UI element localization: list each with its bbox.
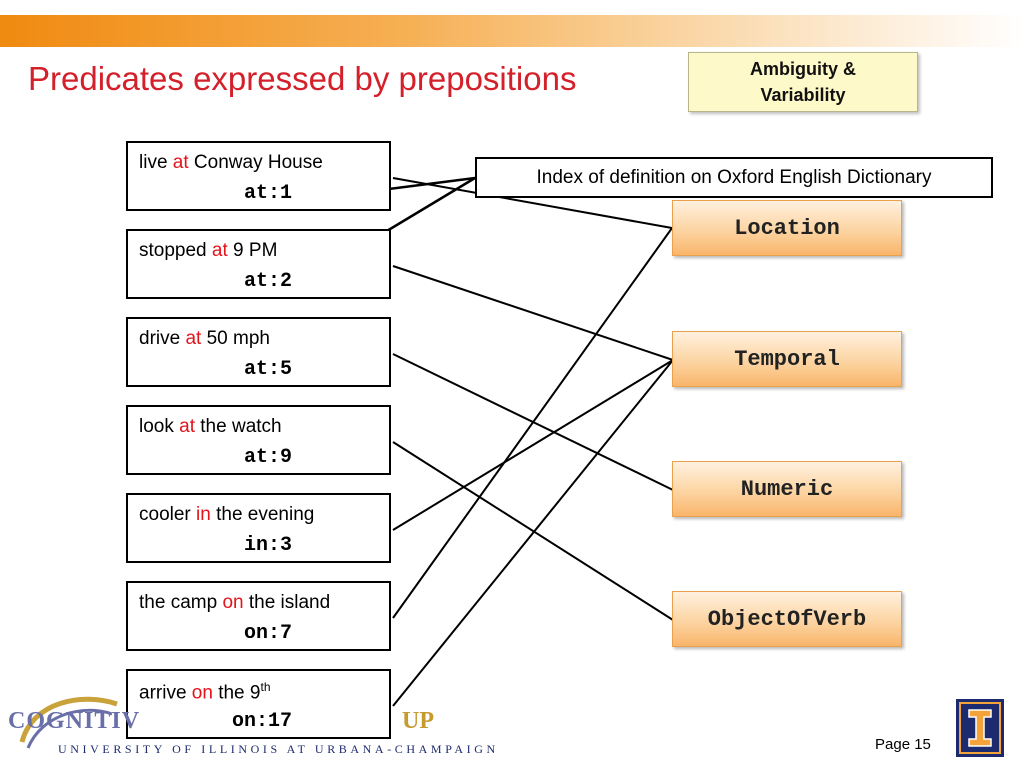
phrase-text: look at the watch bbox=[139, 416, 282, 437]
phrase-box-stopped-at: stopped at 9 PM at:2 bbox=[126, 229, 391, 299]
cognitive-group-logo: COGNITIV UP UNIVERSITY OF ILLINOIS AT UR… bbox=[6, 688, 506, 760]
badge-line-1: Ambiguity & bbox=[750, 59, 856, 79]
badge-line-2: Variability bbox=[760, 85, 846, 105]
preposition: at bbox=[211, 240, 228, 261]
category-location: Location bbox=[672, 200, 902, 256]
phrase-text: arrive on the 9th bbox=[139, 680, 271, 704]
phrase-text: live at Conway House bbox=[139, 152, 323, 173]
preposition: on bbox=[222, 592, 244, 613]
illinois-block-i-icon bbox=[956, 699, 1004, 757]
phrase-text: the camp on the island bbox=[139, 592, 331, 613]
logo-swoosh-icon bbox=[19, 696, 118, 749]
ambiguity-variability-badge: Ambiguity & Variability bbox=[688, 52, 918, 112]
phrase-text: cooler in the evening bbox=[139, 504, 315, 525]
oed-index-note: Index of definition on Oxford English Di… bbox=[475, 157, 993, 198]
preposition: at bbox=[172, 152, 189, 173]
sense-code: at:5 bbox=[243, 358, 292, 381]
sense-code: at:1 bbox=[243, 182, 292, 205]
sense-code: at:2 bbox=[243, 270, 292, 293]
phrase-text: stopped at 9 PM bbox=[139, 240, 278, 261]
logo-text-right: UP bbox=[402, 708, 434, 734]
preposition: in bbox=[196, 504, 211, 525]
sense-code: on:7 bbox=[243, 622, 292, 645]
ordinal-suffix: th bbox=[260, 680, 271, 694]
header-gradient-bar bbox=[0, 15, 1024, 47]
preposition: on bbox=[191, 682, 213, 704]
phrase-box-camp-on: the camp on the island on:7 bbox=[126, 581, 391, 651]
phrase-text: drive at 50 mph bbox=[139, 328, 270, 349]
category-temporal: Temporal bbox=[672, 331, 902, 387]
link-at9-objectofverb bbox=[392, 441, 674, 621]
phrase-box-drive-at: drive at 50 mph at:5 bbox=[126, 317, 391, 387]
sense-code: on:17 bbox=[231, 710, 292, 733]
phrase-box-live-at: live at Conway House at:1 bbox=[126, 141, 391, 211]
phrase-box-arrive-on: arrive on the 9th on:17 bbox=[126, 669, 391, 739]
university-name: UNIVERSITY OF ILLINOIS AT URBANA-CHAMPAI… bbox=[58, 742, 499, 756]
category-numeric: Numeric bbox=[672, 461, 902, 517]
logo-text-left: COGNITIV bbox=[8, 708, 141, 734]
phrase-box-cooler-in: cooler in the evening in:3 bbox=[126, 493, 391, 563]
link-in3-temporal bbox=[392, 359, 674, 531]
link-at2-temporal bbox=[392, 265, 674, 361]
sense-code: at:9 bbox=[243, 446, 292, 469]
link-on17-temporal bbox=[392, 359, 674, 707]
slide-title: Predicates expressed by prepositions bbox=[28, 60, 577, 97]
preposition: at bbox=[185, 328, 202, 349]
preposition: at bbox=[179, 416, 195, 437]
link-on7-location bbox=[392, 227, 673, 619]
page-number: Page 15 bbox=[875, 736, 931, 753]
phrase-box-look-at: look at the watch at:9 bbox=[126, 405, 391, 475]
category-objectofverb: ObjectOfVerb bbox=[672, 591, 902, 647]
link-at1-location bbox=[392, 177, 673, 229]
sense-code: in:3 bbox=[243, 534, 292, 557]
